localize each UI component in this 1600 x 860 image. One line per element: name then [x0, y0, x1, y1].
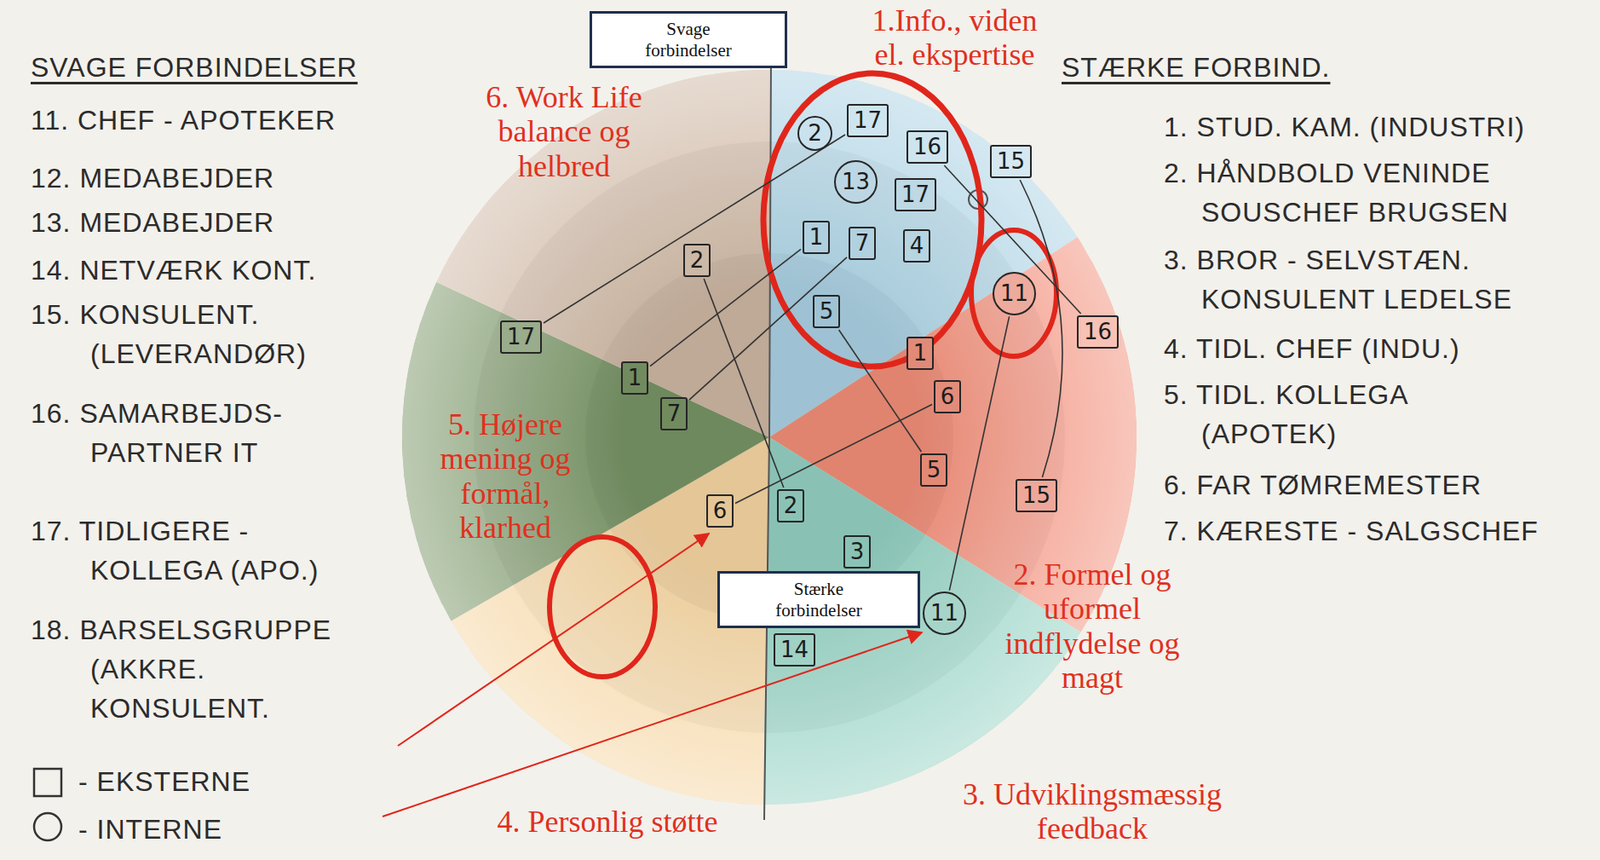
connector-line — [1019, 179, 1063, 478]
external-square: 15 — [1015, 478, 1058, 513]
person-number: 5 — [819, 299, 835, 325]
external-square: 1 — [906, 336, 934, 370]
list-item: 7. KÆRESTE - SALGSCHEF — [1163, 511, 1590, 551]
legend-square-sample — [34, 768, 62, 796]
external-square: 7 — [848, 226, 876, 260]
external-square: 17 — [500, 320, 542, 354]
person-number: 1 — [627, 365, 643, 392]
external-square: 16 — [906, 130, 949, 164]
person-number: 11 — [930, 600, 959, 627]
external-square: 14 — [773, 633, 816, 667]
person-number: 5 — [926, 457, 942, 484]
list-item: 13. MEDABEJDER — [30, 202, 380, 242]
pointer-arrow — [382, 632, 922, 817]
category-label: 3. Udviklingsmæssig feedback — [951, 776, 1233, 847]
person-number: 17 — [853, 108, 882, 134]
person-number: 14 — [780, 637, 809, 663]
list-item: 17. TIDLIGERE - KOLLEGA (APO.) — [30, 511, 380, 590]
external-square: 1 — [802, 220, 830, 254]
list-item: 4. TIDL. CHEF (INDU.) — [1163, 328, 1590, 369]
legend-circle-sample — [34, 812, 62, 841]
person-number: 4 — [909, 233, 925, 259]
external-square: 6 — [706, 494, 734, 528]
list-item: 16. SAMARBEJDS- PARTNER IT — [30, 393, 380, 472]
external-square: 4 — [903, 229, 931, 263]
person-number: 2 — [783, 493, 799, 519]
legend-text: - EKSTERNE — [78, 761, 251, 801]
person-number: 6 — [713, 498, 728, 524]
person-number: 17 — [506, 324, 536, 351]
person-number: 15 — [996, 149, 1025, 175]
connector-line — [943, 165, 1081, 314]
heading-box: Svage forbindelser — [589, 11, 788, 69]
person-number: 2 — [690, 247, 705, 274]
list-item: 1. STUD. KAM. (INDUSTRI) — [1163, 107, 1590, 147]
legend-text: - INTERNE — [78, 809, 223, 849]
person-number: 3 — [850, 539, 865, 565]
person-number: 15 — [1022, 483, 1051, 509]
person-number: 16 — [1083, 319, 1112, 346]
connector-line — [735, 404, 933, 504]
external-square: 16 — [1076, 315, 1119, 349]
box-title: Svage forbindelser — [628, 18, 749, 60]
connector-line — [650, 248, 801, 366]
person-number: 1 — [809, 224, 824, 251]
list-item: 15. KONSULENT. (LEVERANDØR) — [30, 294, 380, 374]
list-heading: SVAGE FORBINDELSER — [30, 47, 358, 87]
person-number: 17 — [901, 182, 930, 208]
person-number: 1 — [913, 340, 928, 367]
internal-circle: 13 — [834, 160, 878, 204]
list-item: 18. BARSELSGRUPPE (AKKRE. KONSULENT. — [30, 610, 380, 728]
internal-circle: 11 — [992, 271, 1036, 316]
category-label: 1.Info., viden el. ekspertise — [863, 3, 1047, 73]
list-item: 11. CHEF - APOTEKER — [30, 100, 380, 140]
list-item: 6. FAR TØMREMESTER — [1163, 465, 1590, 505]
external-square: 7 — [660, 397, 688, 431]
external-square: 6 — [933, 379, 962, 414]
person-number: 16 — [913, 134, 942, 161]
internal-circle: 11 — [922, 591, 967, 635]
person-number: 11 — [1000, 281, 1029, 307]
highlight-ellipse — [971, 230, 1057, 357]
list-item: 3. BROR - SELVSTÆN. KONSULENT LEDELSE — [1163, 240, 1590, 319]
person-number: 13 — [841, 169, 870, 196]
external-square: 5 — [920, 453, 948, 487]
connector-line — [949, 316, 1009, 590]
category-label: 6. Work Life balance og helbred — [470, 80, 658, 184]
external-square: 2 — [683, 243, 711, 277]
connector-line — [689, 257, 847, 400]
list-item: 5. TIDL. KOLLEGA (APOTEK) — [1163, 374, 1445, 454]
internal-circle: 2 — [797, 115, 833, 151]
external-square: 2 — [776, 489, 805, 523]
box-title: Stærke forbindelser — [759, 578, 879, 620]
category-label: 4. Personlig støtte — [462, 804, 753, 839]
list-item: 2. HÅNDBOLD VENINDE SOUSCHEF BRUGSEN — [1163, 153, 1590, 232]
external-square: 15 — [989, 144, 1032, 179]
person-number: 2 — [807, 120, 823, 147]
external-square: 1 — [621, 361, 649, 395]
person-number: 7 — [667, 401, 682, 427]
external-square: 17 — [894, 178, 937, 212]
highlight-ellipse — [763, 73, 982, 367]
external-square: 5 — [812, 294, 841, 329]
list-item: 14. NETVÆRK KONT. — [30, 250, 380, 290]
category-label: 2. Formel og uformel indflydelse og magt — [985, 557, 1199, 695]
connector-line — [703, 278, 784, 488]
person-number: 7 — [855, 230, 870, 257]
external-square: 3 — [843, 535, 871, 569]
pointer-arrow — [397, 533, 709, 746]
person-number: 6 — [940, 384, 956, 410]
list-item: 12. MEDABEJDER — [30, 158, 380, 198]
list-heading: STÆRKE FORBIND. — [1061, 47, 1330, 87]
category-label: 5. Højere mening og formål, klarhed — [428, 407, 582, 545]
external-square: 17 — [846, 103, 889, 138]
heading-box: Stærke forbindelser — [717, 570, 921, 628]
